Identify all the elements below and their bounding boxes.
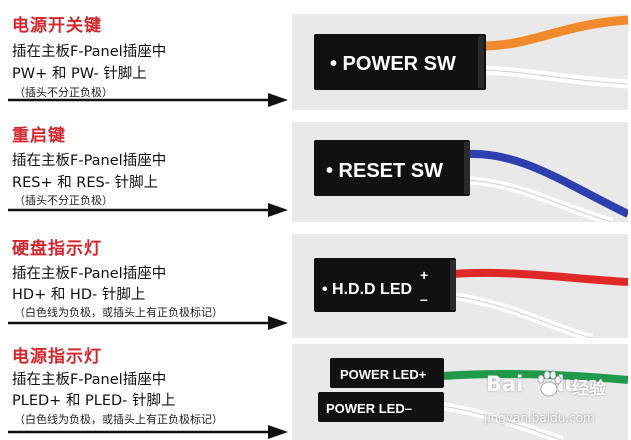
hdd-led-connector-icon: • H.D.D LED + – <box>314 258 628 338</box>
section-reset-switch: 重启键 插在主板F-Panel插座中 RES+ 和 RES- 针脚上 （插头不分… <box>0 112 631 222</box>
polarity-note: （插头不分正负极） <box>14 194 113 207</box>
connector-label: • POWER SW <box>330 53 456 75</box>
connector-label: • H.D.D LED <box>322 281 412 298</box>
section-title: 电源开关键 <box>12 16 102 36</box>
section-title: 重启键 <box>12 126 66 146</box>
section-hdd-led: 硬盘指示灯 插在主板F-Panel插座中 HD+ 和 HD- 针脚上 （白色线为… <box>0 224 631 338</box>
paw-icon <box>537 370 562 397</box>
pin-line: RES+ 和 RES- 针脚上 <box>12 175 159 191</box>
plus-mark: + <box>420 267 428 283</box>
instruction-line: 插在主板F-Panel插座中 <box>12 44 167 60</box>
pin-line: HD+ 和 HD- 针脚上 <box>12 287 146 303</box>
polarity-note: （白色线为负极，或插头上有正负极标记） <box>14 413 223 426</box>
section-power-led: 电源指示灯 插在主板F-Panel插座中 PLED+ 和 PLED- 针脚上 （… <box>0 336 631 440</box>
instruction-line: 插在主板F-Panel插座中 <box>12 153 167 169</box>
connector-label: • RESET SW <box>326 160 443 182</box>
polarity-note: （白色线为负极，或插头上有正负极标记） <box>14 306 223 319</box>
watermark-cn: 经验 <box>572 379 606 399</box>
pin-line: PLED+ 和 PLED- 针脚上 <box>12 393 176 409</box>
connector-label-bottom: POWER LED– <box>326 401 412 416</box>
arrow-right-icon <box>8 425 288 439</box>
polarity-note: （插头不分正负极） <box>14 86 113 99</box>
arrow-right-icon <box>8 316 288 330</box>
connector-label-top: POWER LED+ <box>340 367 427 382</box>
connector-photo: • POWER SW <box>292 14 628 110</box>
power-sw-connector-icon: • POWER SW <box>314 15 628 90</box>
instruction-line: 插在主板F-Panel插座中 <box>12 372 167 388</box>
section-title: 硬盘指示灯 <box>12 239 102 259</box>
connector-photo: • RESET SW <box>292 122 628 222</box>
reset-sw-connector-icon: • RESET SW <box>314 140 628 222</box>
minus-mark: – <box>420 291 428 307</box>
connector-photo: POWER LED+ POWER LED– <box>292 344 628 440</box>
section-power-switch: 电源开关键 插在主板F-Panel插座中 PW+ 和 PW- 针脚上 （插头不分… <box>0 0 631 110</box>
arrow-right-icon <box>8 93 288 107</box>
arrow-right-icon <box>8 203 288 217</box>
power-led-connector-icon: POWER LED+ POWER LED– <box>318 358 628 440</box>
instruction-line: 插在主板F-Panel插座中 <box>12 266 167 282</box>
connector-photo: • H.D.D LED + – <box>292 234 628 338</box>
section-title: 电源指示灯 <box>12 347 102 367</box>
pin-line: PW+ 和 PW- 针脚上 <box>12 66 147 82</box>
watermark-url: jingyan.baidu.com <box>484 411 595 425</box>
